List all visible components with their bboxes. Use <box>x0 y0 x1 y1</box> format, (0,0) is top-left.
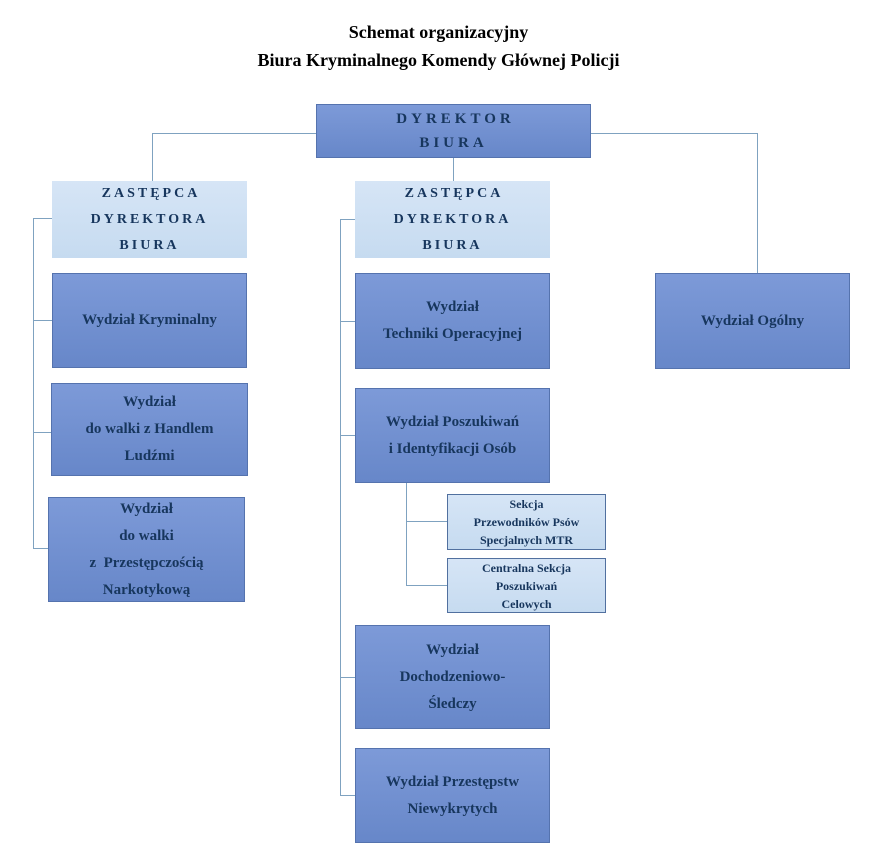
connector-stub-kryminalny <box>33 320 52 321</box>
connector-top-right-vertical <box>757 133 758 273</box>
node-centralna-sekcja-poszukiwan: Centralna Sekcja Poszukiwań Celowych <box>447 558 606 613</box>
connector-stub-dochodzeniowo <box>340 677 355 678</box>
node-dyrektor-biura: DYREKTOR BIURA <box>316 104 591 158</box>
node-centralna-sekcja-poszukiwan-label: Centralna Sekcja Poszukiwań Celowych <box>482 560 571 611</box>
connector-top-right-horizontal <box>590 133 758 134</box>
connector-stub-deputy-mid <box>340 219 355 220</box>
connector-stub-handlem <box>33 432 51 433</box>
node-zastepca-dyrektora-left: ZASTĘPCA DYREKTORA BIURA <box>52 181 247 258</box>
node-zastepca-dyrektora-left-label: ZASTĘPCA DYREKTORA BIURA <box>90 185 209 253</box>
page-title-line2: Biura Kryminalnego Komendy Głównej Polic… <box>257 50 620 70</box>
node-wydzial-narkotykowa: Wydział do walki z Przestępczością Narko… <box>48 497 245 602</box>
node-wydzial-kryminalny: Wydział Kryminalny <box>52 273 247 368</box>
node-sekcja-przewodnikow-psow-label: Sekcja Przewodników Psów Specjalnych MTR <box>473 497 580 547</box>
connector-top-left-horizontal <box>152 133 317 134</box>
connector-top-left-vertical <box>152 133 153 181</box>
connector-top-mid-vertical <box>453 157 454 181</box>
node-wydzial-kryminalny-label: Wydział Kryminalny <box>82 312 217 328</box>
node-wydzial-ogolny: Wydział Ogólny <box>655 273 850 369</box>
node-zastepca-dyrektora-mid: ZASTĘPCA DYREKTORA BIURA <box>355 181 550 258</box>
node-wydzial-handel-ludzmi-label: Wydział do walki z Handlem Ludźmi <box>85 394 214 464</box>
node-wydzial-ogolny-label: Wydział Ogólny <box>700 312 805 329</box>
connector-stub-centralna-sekcja <box>406 585 447 586</box>
node-wydzial-przestepstw-niewykrytych: Wydział Przestępstw Niewykrytych <box>355 748 550 843</box>
connector-sub-trunk <box>406 483 407 585</box>
connector-stub-deputy-left <box>33 218 52 219</box>
connector-stub-narkotykowa <box>33 548 48 549</box>
page-title-line1: Schemat organizacyjny <box>348 22 529 42</box>
connector-mid-trunk <box>340 219 341 795</box>
page-title: Schemat organizacyjny Biura Kryminalnego… <box>0 18 877 74</box>
connector-stub-poszukiwan <box>340 435 355 436</box>
node-wydzial-dochodzeniowo-sledczy: Wydział Dochodzeniowo- Śledczy <box>355 625 550 729</box>
connector-stub-techniki <box>340 321 355 322</box>
connector-stub-sekcja-psow <box>406 521 447 522</box>
node-wydzial-poszukiwan: Wydział Poszukiwań i Identyfikacji Osób <box>355 388 550 483</box>
node-zastepca-dyrektora-mid-label: ZASTĘPCA DYREKTORA BIURA <box>393 185 512 253</box>
node-wydzial-poszukiwan-label: Wydział Poszukiwań i Identyfikacji Osób <box>385 413 520 457</box>
node-sekcja-przewodnikow-psow: Sekcja Przewodników Psów Specjalnych MTR <box>447 494 606 550</box>
connector-left-trunk <box>33 218 34 549</box>
node-wydzial-dochodzeniowo-sledczy-label: Wydział Dochodzeniowo- Śledczy <box>399 641 506 712</box>
node-dyrektor-biura-label: DYREKTOR BIURA <box>396 111 515 151</box>
connector-stub-przestepstw <box>340 795 355 796</box>
node-wydzial-techniki-operacyjnej: Wydział Techniki Operacyjnej <box>355 273 550 369</box>
node-wydzial-narkotykowa-label: Wydział do walki z Przestępczością Narko… <box>89 500 204 598</box>
node-wydzial-techniki-operacyjnej-label: Wydział Techniki Operacyjnej <box>382 299 523 342</box>
node-wydzial-handel-ludzmi: Wydział do walki z Handlem Ludźmi <box>51 383 248 476</box>
node-wydzial-przestepstw-niewykrytych-label: Wydział Przestępstw Niewykrytych <box>385 773 520 817</box>
